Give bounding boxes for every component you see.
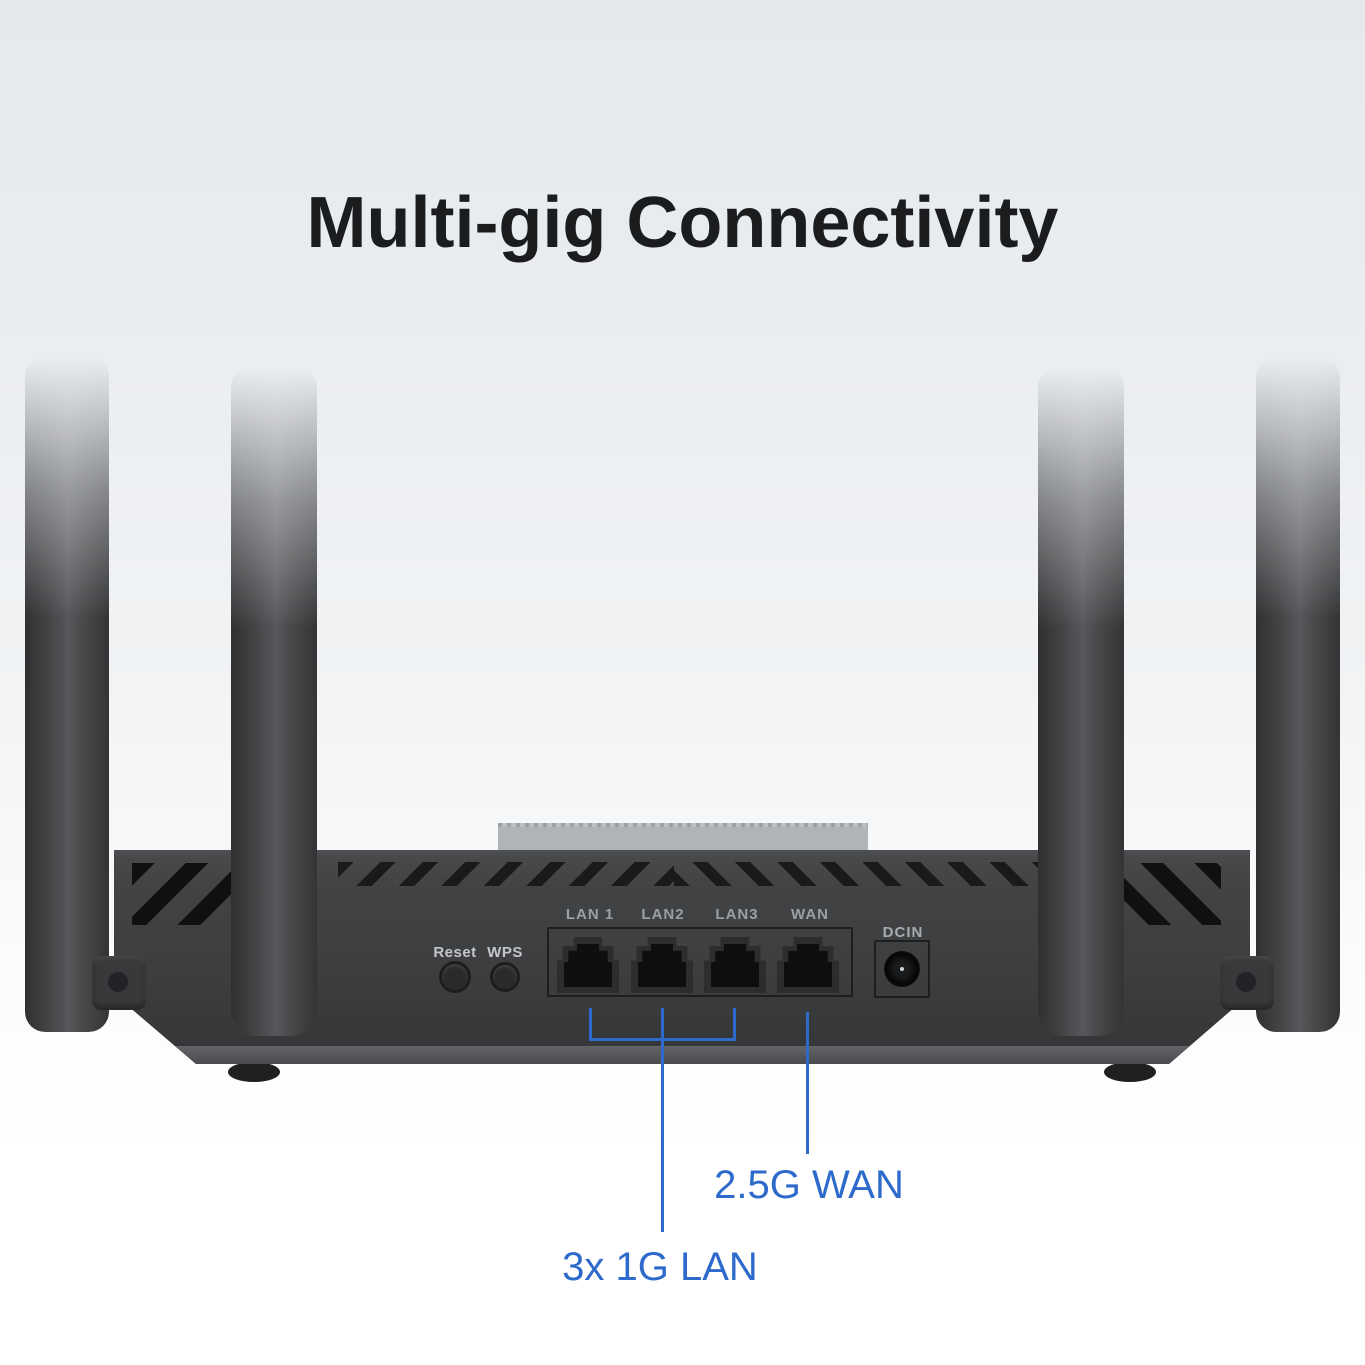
antenna-right-outer — [1256, 358, 1340, 1032]
body-top-band — [114, 850, 1250, 860]
reset-button — [442, 964, 468, 990]
lan-callout-stub-3 — [733, 1008, 736, 1040]
wps-label: WPS — [487, 944, 523, 961]
port-panel-outline — [547, 927, 853, 997]
wps-button — [493, 965, 517, 989]
antenna-left-inner — [231, 368, 317, 1036]
lan-callout-label: 3x 1G LAN — [562, 1245, 758, 1289]
wan-callout-line — [806, 1012, 809, 1154]
antenna-hinge-left — [92, 956, 146, 1010]
port-label-lan1: LAN 1 — [565, 906, 615, 923]
antenna-right-inner — [1038, 368, 1124, 1036]
lan1-port-icon — [557, 937, 619, 993]
dcin-label: DCIN — [882, 924, 924, 941]
dcin-outline — [874, 940, 930, 998]
page-title: Multi-gig Connectivity — [306, 183, 1059, 263]
lan-callout-bar — [589, 1038, 736, 1041]
lan-callout-stub-1 — [589, 1008, 592, 1040]
antenna-left-outer — [25, 358, 109, 1032]
router-top-block — [498, 823, 868, 853]
antenna-hinge-right — [1220, 956, 1274, 1010]
wan-port-icon — [777, 937, 839, 993]
dc-jack-icon — [884, 951, 920, 987]
wan-callout-label: 2.5G WAN — [714, 1163, 904, 1207]
port-label-wan: WAN — [791, 906, 829, 923]
vent-row-right — [674, 862, 1076, 886]
vent-row-left — [338, 862, 674, 886]
reset-label: Reset — [433, 944, 477, 961]
lan3-port-icon — [704, 937, 766, 993]
lan2-port-icon — [631, 937, 693, 993]
body-bottom-strip — [114, 1046, 1250, 1064]
lan-callout-stub-2 — [661, 1008, 664, 1040]
lan-callout-stem — [661, 1040, 664, 1232]
router-foot-right — [1104, 1062, 1156, 1082]
router-foot-left — [228, 1062, 280, 1082]
port-label-lan2: LAN2 — [641, 906, 685, 923]
port-label-lan3: LAN3 — [715, 906, 759, 923]
